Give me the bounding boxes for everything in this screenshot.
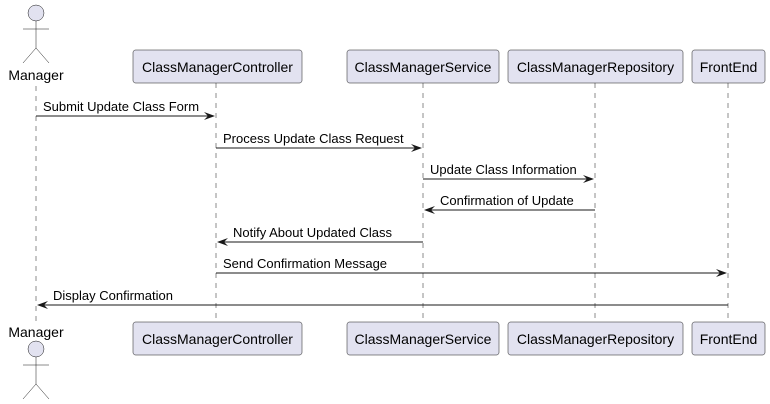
participant-label: ClassManagerRepository: [517, 331, 674, 347]
participant-service-bottom: ClassManagerService: [346, 321, 500, 356]
arrowhead-icon: [583, 175, 594, 183]
actor-label: Manager: [8, 67, 64, 83]
arrowhead-icon: [716, 269, 727, 277]
participant-box: [132, 321, 303, 356]
participant-label: FrontEnd: [700, 59, 758, 75]
message-2: Process Update Class Request: [216, 131, 422, 152]
participant-label: ClassManagerService: [355, 59, 492, 75]
participant-label: ClassManagerService: [355, 331, 492, 347]
participant-box: [346, 321, 500, 356]
participant-controller-top: ClassManagerController: [132, 49, 303, 84]
actor-manager-bottom: Manager: [8, 324, 64, 400]
participant-controller-bottom: ClassManagerController: [132, 321, 303, 356]
message-label: Submit Update Class Form: [43, 99, 199, 114]
message-3: Update Class Information: [423, 162, 594, 183]
participant-box: [507, 321, 684, 356]
message-label: Send Confirmation Message: [223, 256, 387, 271]
message-label: Display Confirmation: [53, 288, 173, 303]
message-label: Update Class Information: [430, 162, 577, 177]
arrowhead-icon: [424, 206, 435, 214]
participant-box: [691, 49, 766, 84]
participant-box: [346, 49, 500, 84]
actor-label: Manager: [8, 324, 64, 340]
participant-repository-bottom: ClassManagerRepository: [507, 321, 684, 356]
message-label: Notify About Updated Class: [233, 225, 392, 240]
participant-repository-top: ClassManagerRepository: [507, 49, 684, 84]
arrowhead-icon: [37, 301, 48, 309]
message-4: Confirmation of Update: [424, 193, 595, 214]
arrowhead-icon: [217, 238, 228, 246]
message-5: Notify About Updated Class: [217, 225, 423, 246]
actor-body-icon: [22, 21, 50, 64]
arrowhead-icon: [204, 112, 215, 120]
participant-label: FrontEnd: [700, 331, 758, 347]
participant-service-top: ClassManagerService: [346, 49, 500, 84]
participant-label: ClassManagerRepository: [517, 59, 674, 75]
message-label: Process Update Class Request: [223, 131, 404, 146]
arrowhead-icon: [411, 144, 422, 152]
actor-head-icon: [27, 340, 45, 358]
participant-label: ClassManagerController: [142, 59, 293, 75]
participant-box: [691, 321, 766, 356]
actor-body-icon: [22, 357, 50, 400]
participant-label: ClassManagerController: [142, 331, 293, 347]
participant-box: [132, 49, 303, 84]
message-1: Submit Update Class Form: [36, 99, 215, 120]
actor-head-icon: [27, 4, 45, 22]
participant-box: [507, 49, 684, 84]
participant-frontend-top: FrontEnd: [691, 49, 766, 84]
message-7: Display Confirmation: [37, 288, 728, 309]
actor-manager-top: Manager: [8, 4, 64, 83]
message-6: Send Confirmation Message: [216, 256, 727, 277]
message-label: Confirmation of Update: [440, 193, 574, 208]
participant-frontend-bottom: FrontEnd: [691, 321, 766, 356]
